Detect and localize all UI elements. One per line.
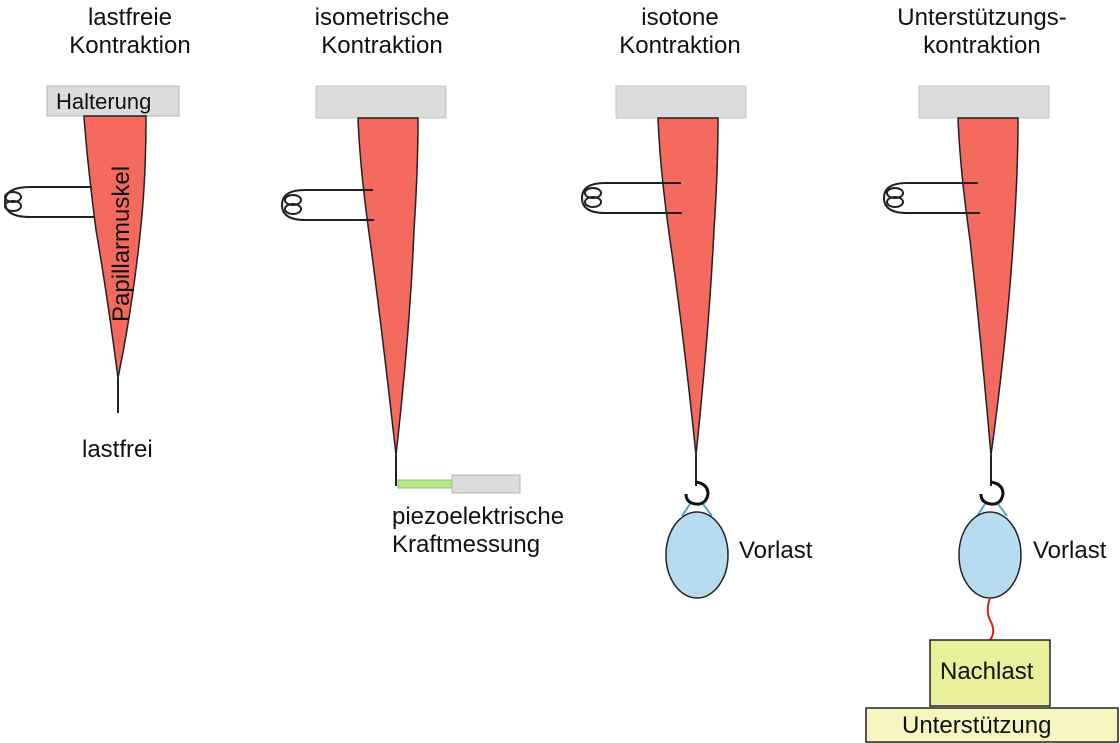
- preload-label: Vorlast: [739, 537, 813, 564]
- holder: [918, 85, 1050, 119]
- electrode-coil: [280, 189, 374, 221]
- holder-label: Halterung: [56, 89, 152, 114]
- weight-string: [681, 503, 691, 517]
- panel4-title: Unterstützungs-kontraktion: [897, 4, 1067, 59]
- muscle-label: Papillarmuskel: [108, 165, 135, 322]
- sensor-rod: [397, 479, 453, 489]
- muscle: [357, 117, 419, 456]
- support-label: Unterstützung: [902, 712, 1052, 739]
- preload-weight: [958, 511, 1022, 599]
- electrode-coil: [882, 182, 980, 214]
- weight-string: [702, 503, 713, 517]
- load-free-label: lastfrei: [82, 436, 153, 463]
- holder: [315, 85, 447, 119]
- electrode-coil: [580, 182, 682, 214]
- holder: [615, 85, 747, 119]
- afterload-block: [929, 639, 1051, 707]
- electrode-coil: [3, 186, 95, 218]
- hook-icon: [979, 480, 1005, 506]
- holder: [46, 85, 180, 117]
- afterload-label: Nachlast: [940, 658, 1034, 685]
- support-platform: [865, 707, 1119, 743]
- muscle: [657, 117, 719, 456]
- force-sensor: [451, 474, 521, 494]
- weight-string: [976, 503, 986, 517]
- preload-label: Vorlast: [1033, 537, 1107, 564]
- red-thread: [986, 597, 995, 641]
- preload-weight: [665, 511, 729, 599]
- weight-string: [997, 503, 1008, 517]
- hook-icon: [684, 480, 710, 506]
- muscle: [957, 117, 1019, 456]
